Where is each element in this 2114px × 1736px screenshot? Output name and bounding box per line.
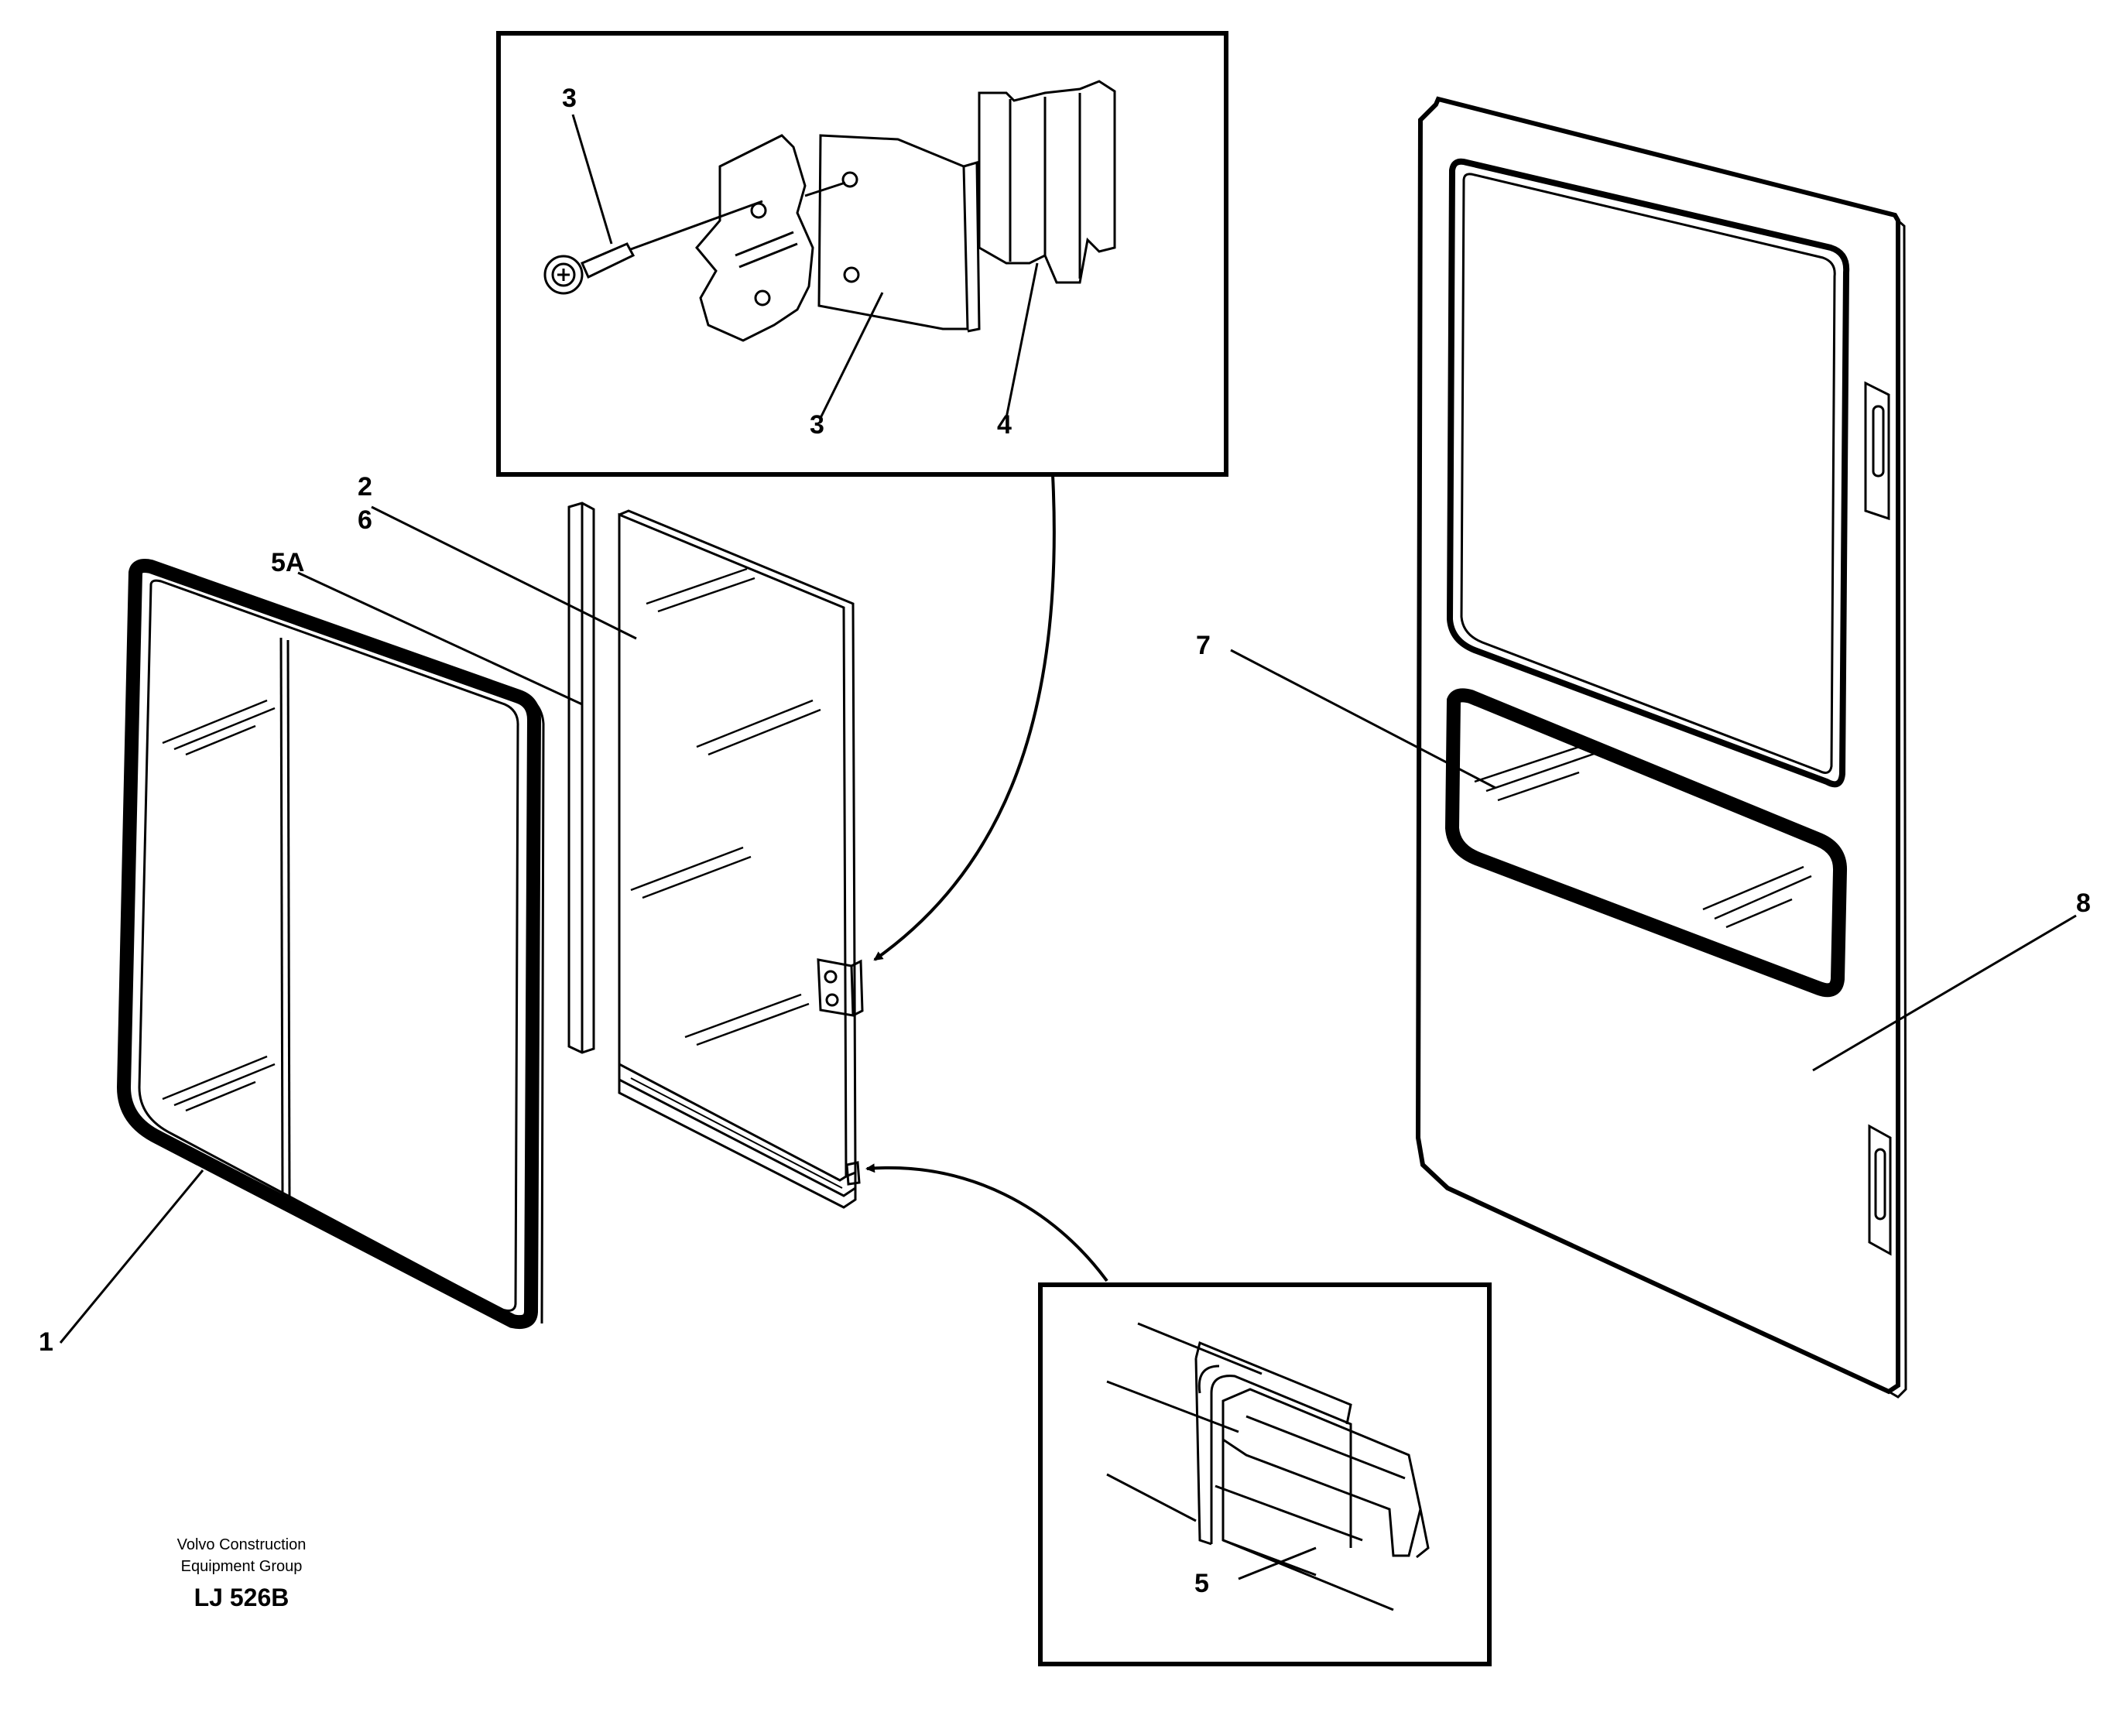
callout-3-plate: 3 [810, 410, 824, 440]
channel-detail-box [1038, 1282, 1492, 1666]
credit-block: Volvo Construction Equipment Group LJ 52… [177, 1536, 307, 1611]
sliding-glass-panel [618, 509, 864, 1209]
callout-labels: 1 2 6 5A 3 3 4 5 7 8 [39, 84, 2091, 1598]
detail-arrows [865, 474, 1108, 1282]
callout-5a: 5A [271, 548, 304, 577]
drawing-code: LJ 526B [194, 1584, 290, 1611]
leader-lines [59, 505, 2077, 1580]
callout-8: 8 [2076, 889, 2091, 918]
window-glass-with-seal [116, 559, 545, 1330]
callout-6: 6 [358, 505, 372, 535]
callout-5: 5 [1194, 1569, 1209, 1598]
credit-line-2: Equipment Group [181, 1558, 303, 1575]
callout-1: 1 [39, 1327, 53, 1357]
callout-3-screw: 3 [562, 84, 577, 113]
vertical-seal-strip [567, 502, 595, 1054]
callout-4: 4 [997, 410, 1012, 440]
cab-door [1415, 96, 1907, 1399]
credit-line-1: Volvo Construction [177, 1536, 307, 1553]
fastener-detail-box [496, 31, 1228, 477]
callout-2: 2 [358, 472, 372, 502]
callout-7: 7 [1196, 631, 1211, 660]
